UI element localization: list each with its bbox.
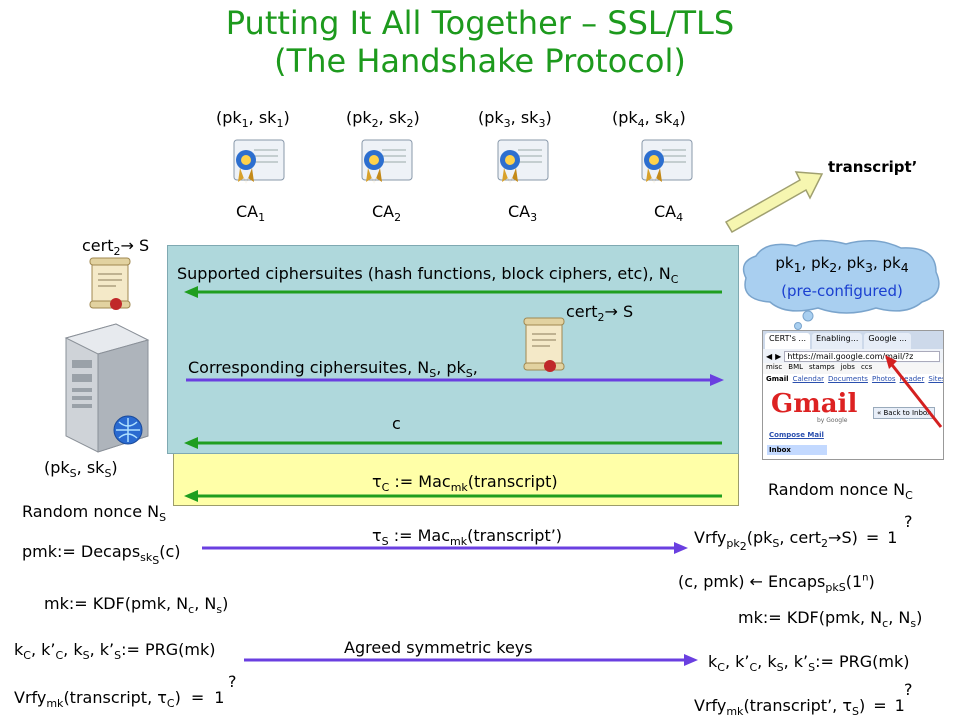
arrowhead-m1 (184, 286, 198, 298)
msg-agreed-symmetric-keys: Agreed symmetric keys (344, 638, 533, 657)
ca4-certificate-icon (641, 139, 693, 184)
bubble-pre-configured: (pre-configured) (781, 282, 903, 300)
back-nav-icon[interactable]: ◀ (766, 351, 773, 361)
msg-corresponding-ciphersuites: Corresponding ciphersuites, NS, pkS, (188, 358, 478, 381)
msg-tau-s-mac: τS := Macmk(transcript’) (372, 526, 563, 549)
client-vrfy-mac: Vrfymk(transcript’, τS)=1 (694, 696, 905, 719)
browser-tab[interactable]: Enabling... (812, 333, 863, 349)
client-vrfy-question-mark: ? (904, 680, 913, 699)
arrowhead-m2 (710, 374, 724, 386)
gmail-logo: Gmail (771, 389, 858, 419)
bookmark-item[interactable]: stamps (809, 363, 835, 371)
ca3-certificate-icon (497, 139, 549, 184)
client-encaps: (c, pmk) ← EncapspkS(1n) (678, 572, 875, 595)
ca2-name: CA2 (372, 202, 402, 225)
client-thought-bubble (742, 239, 940, 330)
slide-title-line1: Putting It All Together – SSL/TLS (225, 4, 735, 42)
msg-certificate-scroll-icon (523, 317, 565, 372)
handshake-panel (167, 245, 739, 454)
server-cert-label: cert2→ S (82, 236, 150, 259)
server-prg-keys: kC, k’C, kS, k’S:= PRG(mk) (14, 640, 216, 663)
transcript-up-arrow (724, 171, 824, 234)
msg-ciphertext-c: c (392, 414, 401, 433)
bubble-ca-public-keys: pk1, pk2, pk3, pk4 (775, 254, 909, 275)
bookmark-item[interactable]: misc (766, 363, 783, 371)
client-random-nonce: Random nonce NC (768, 480, 913, 503)
transcript-prime-label: transcript’ (828, 158, 918, 176)
browser-tab[interactable]: CERT's ... (765, 333, 811, 349)
compose-mail-link[interactable]: Compose Mail (769, 431, 824, 439)
browser-tab[interactable]: Google ... (864, 333, 911, 349)
arrowhead-m3 (184, 437, 198, 449)
back-to-inbox-button[interactable]: « Back to Inbox (873, 407, 936, 419)
arrowhead-m6 (684, 654, 698, 666)
gmail-logo-tagline: by Google (817, 417, 848, 424)
gmail-nav-item[interactable]: Documents (828, 375, 868, 383)
server-certificate-scroll-icon (89, 257, 131, 310)
client-mk-kdf: mk:= KDF(pmk, Nc, Ns) (738, 608, 923, 631)
bookmark-item[interactable]: jobs (840, 363, 855, 371)
ca2-certificate-icon (361, 139, 413, 184)
server-vrfy-mac: Vrfymk(transcript, τC)=1 (14, 688, 225, 711)
ca3-keys: (pk3, sk3) (478, 108, 552, 131)
bookmark-item[interactable]: BML (788, 363, 804, 371)
server-keypair: (pkS, skS) (44, 458, 118, 481)
client-vrfy-cert-question-mark: ? (904, 512, 913, 531)
gmail-nav-item[interactable]: Sites (928, 375, 944, 383)
server-vrfy-question-mark: ? (228, 672, 237, 691)
gmail-nav-item[interactable]: Calendar (792, 375, 825, 383)
ca1-certificate-icon (233, 139, 285, 184)
server-computer-icon (64, 323, 150, 453)
ca4-keys: (pk4, sk4) (612, 108, 686, 131)
client-vrfy-certificate: Vrfypk2(pkS, cert2→S)=1 (694, 528, 898, 554)
browser-bookmarks-bar: misc BML stamps jobs ccs (763, 363, 943, 374)
msg-cert-label: cert2→ S (566, 302, 634, 325)
slide-title-line2: (The Handshake Protocol) (274, 42, 686, 80)
gmail-nav-item[interactable]: Reader (899, 375, 925, 383)
ca1-name: CA1 (236, 202, 266, 225)
inbox-link[interactable]: Inbox (767, 445, 827, 455)
ca1-keys: (pk1, sk1) (216, 108, 290, 131)
arrowhead-m4 (184, 490, 198, 502)
browser-toolbar: ◀ ▶ https://mail.google.com/mail/?z (763, 349, 943, 363)
client-prg-keys: kC, k’C, kS, k’S:= PRG(mk) (708, 652, 910, 675)
gmail-nav-item[interactable]: Photos (871, 375, 896, 383)
gmail-nav: Gmail Calendar Documents Photos Reader S… (763, 374, 943, 387)
bookmark-item[interactable]: ccs (860, 363, 873, 371)
server-random-nonce: Random nonce NS (22, 502, 167, 525)
server-mk-kdf: mk:= KDF(pmk, Nc, Ns) (44, 594, 229, 617)
client-browser-window: CERT's ... Enabling... Google ... ◀ ▶ ht… (762, 330, 944, 460)
server-pmk-decaps: pmk:= DecapsskS(c) (22, 542, 181, 568)
msg-tau-c-mac: τC := Macmk(transcript) (372, 472, 558, 495)
forward-nav-icon[interactable]: ▶ (775, 351, 782, 361)
ca2-keys: (pk2, sk2) (346, 108, 420, 131)
ca3-name: CA3 (508, 202, 538, 225)
browser-url-bar[interactable]: https://mail.google.com/mail/?z (784, 350, 940, 362)
msg-supported-ciphersuites: Supported ciphersuites (hash functions, … (177, 264, 679, 287)
arrowhead-m5 (674, 542, 688, 554)
gmail-nav-item[interactable]: Gmail (766, 375, 789, 383)
ca4-name: CA4 (654, 202, 684, 225)
browser-tab-strip: CERT's ... Enabling... Google ... (763, 331, 943, 349)
lock-pointer-arrow (885, 355, 943, 428)
